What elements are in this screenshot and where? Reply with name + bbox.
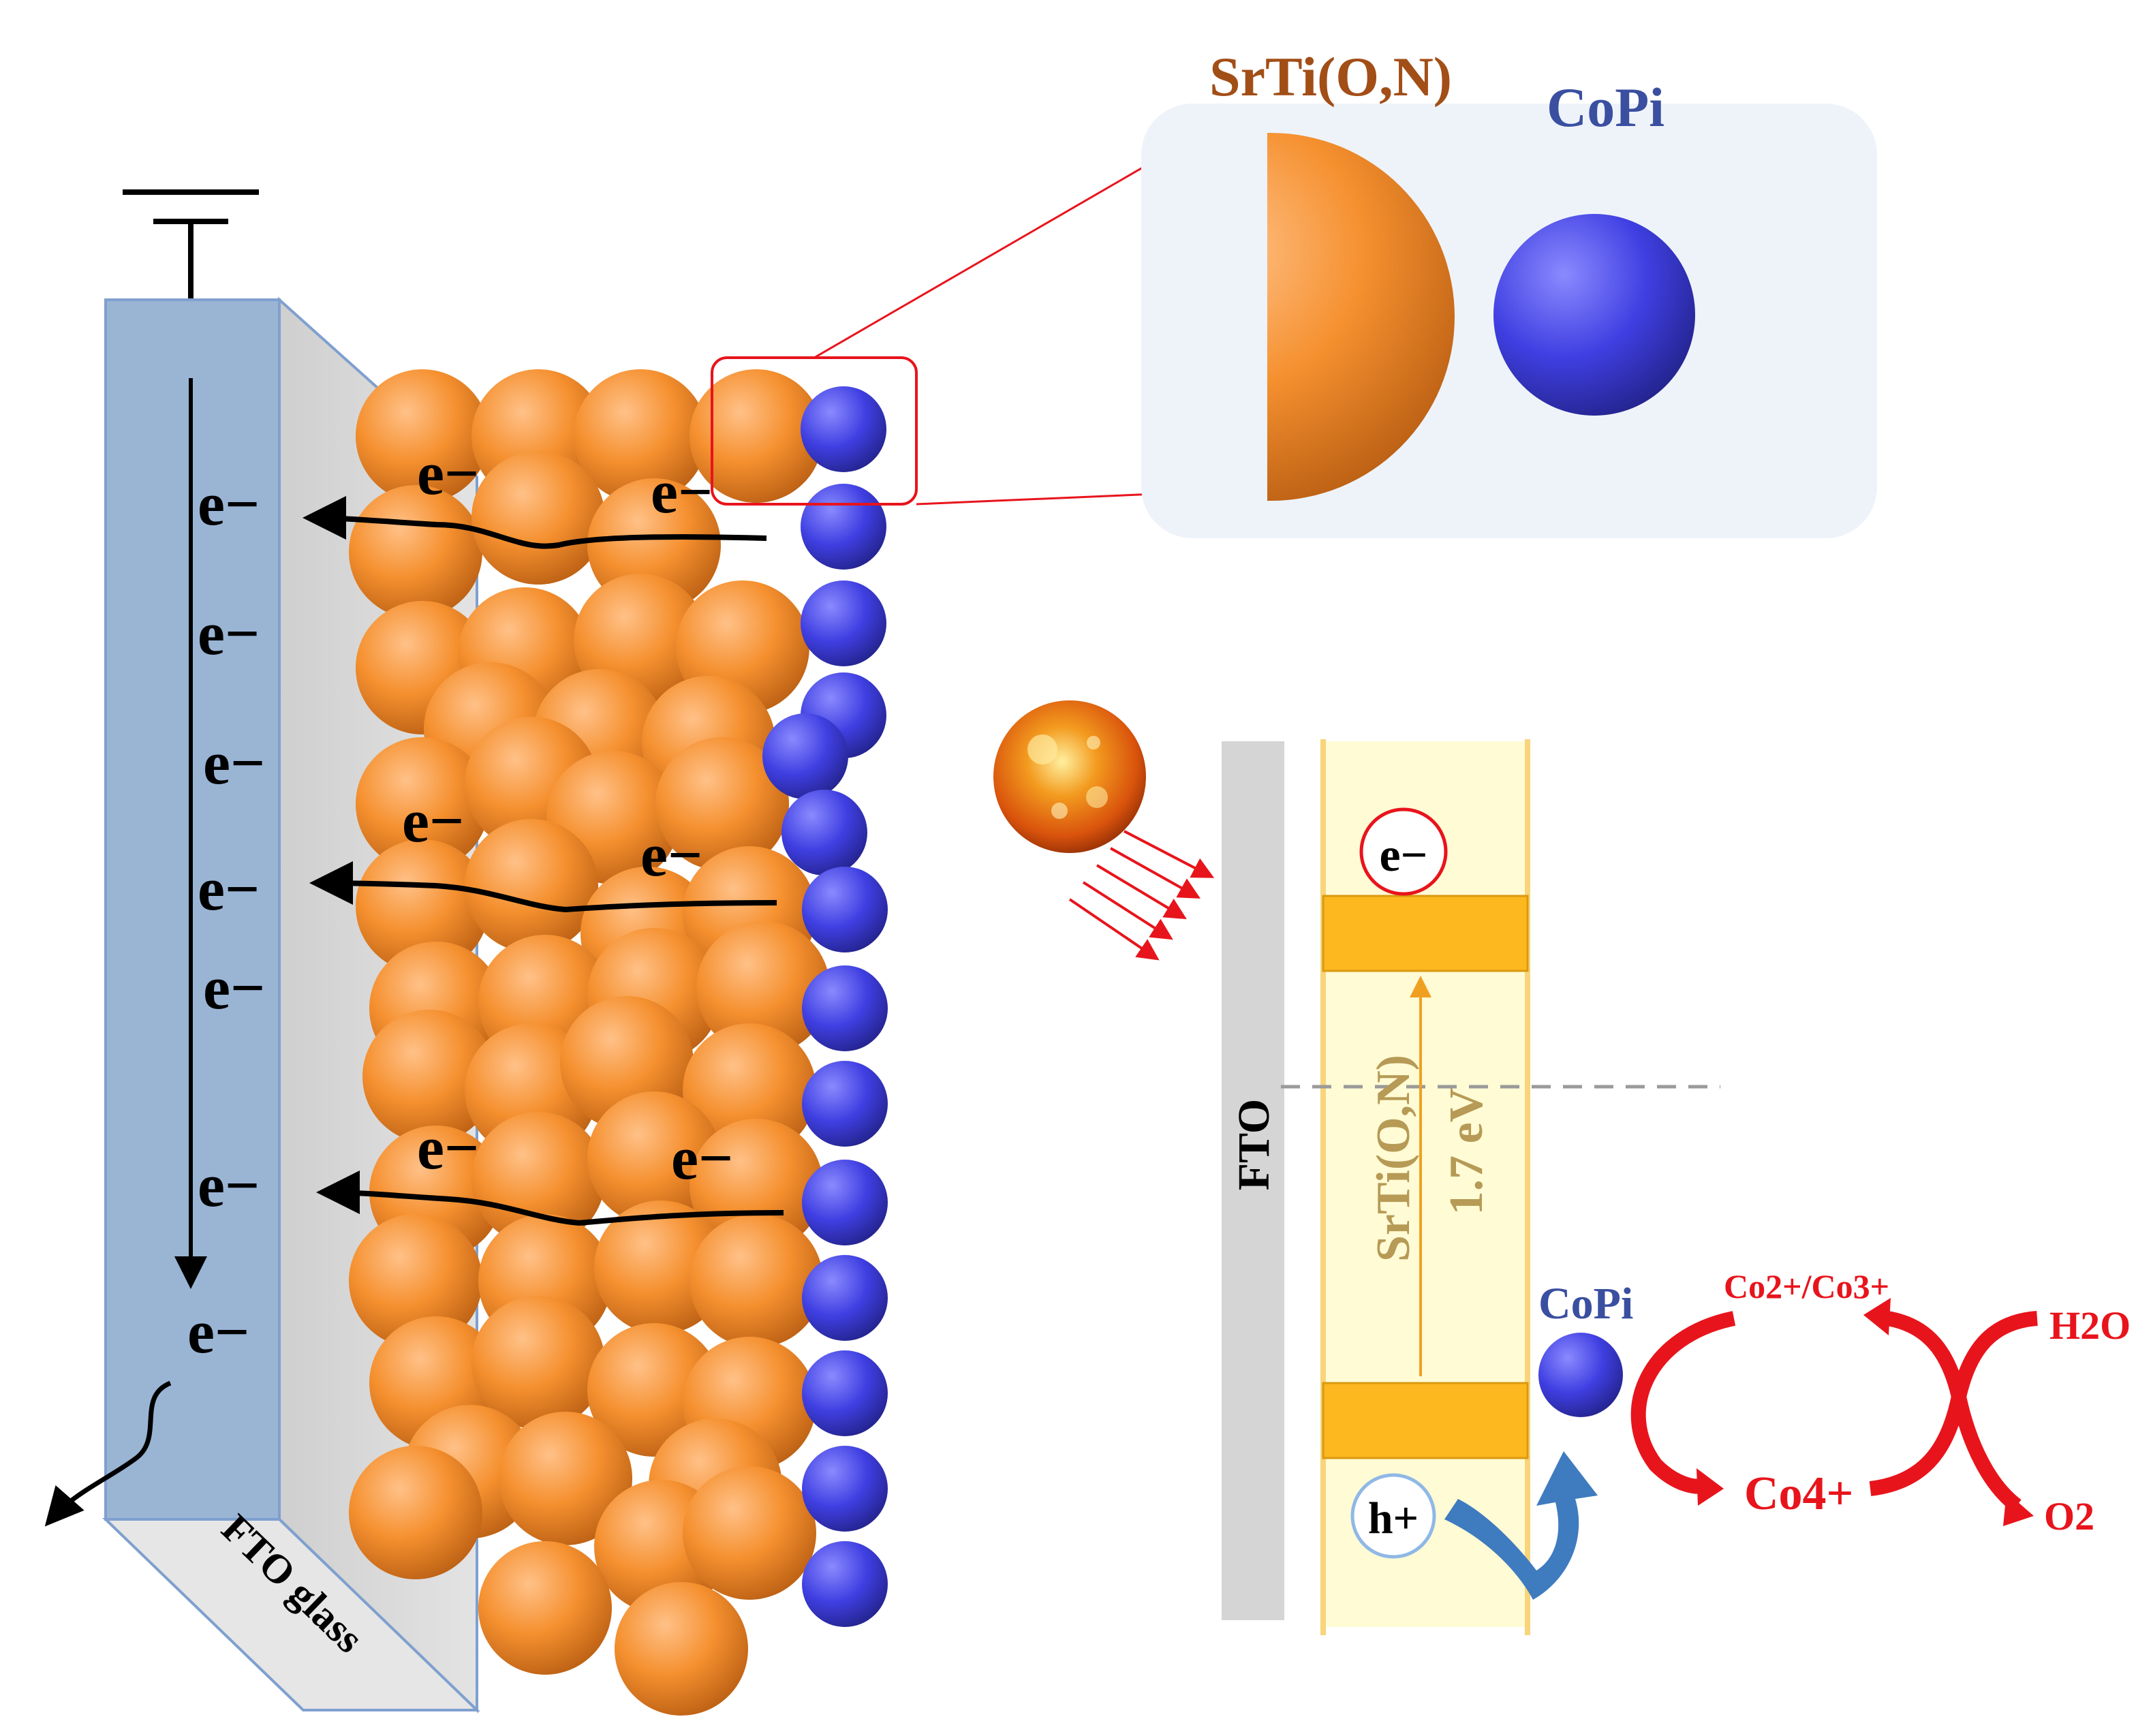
copi-particle <box>802 1255 888 1341</box>
srti-particle <box>683 1466 816 1600</box>
particle-electron-label: e− <box>640 822 702 889</box>
srti-particle <box>362 1010 496 1143</box>
srti-particle <box>690 1214 823 1348</box>
co-couple-label: Co2+/Co3+ <box>1724 1267 1889 1305</box>
copi-particle <box>802 867 888 952</box>
plate-electron-label: e− <box>198 856 260 923</box>
valence-band <box>1322 1382 1529 1459</box>
srti-particle <box>471 1112 605 1245</box>
band-copi-label: CoPi <box>1538 1279 1633 1329</box>
srti-particle <box>690 1119 823 1252</box>
srti-particle <box>655 737 789 871</box>
conduction-band <box>1322 895 1529 972</box>
band-material-label: SrTi(O,N) <box>1367 1055 1420 1262</box>
inset-srti-label: SrTi(O,N) <box>1209 46 1452 108</box>
electron-circle <box>1359 807 1448 896</box>
plate-electron-label: e− <box>187 1299 249 1366</box>
srti-particle <box>471 451 605 585</box>
copi-particle <box>801 484 886 570</box>
particle-electron-label: e− <box>417 440 479 508</box>
srti-particle <box>356 369 489 503</box>
copi-particle <box>802 1350 888 1436</box>
copi-particle <box>802 1061 888 1147</box>
srti-particle <box>690 369 823 503</box>
co4-label: Co4+ <box>1744 1468 1853 1520</box>
band-copi-particle <box>1538 1333 1623 1417</box>
srti-particle <box>587 1091 721 1225</box>
band-gap-label: 1.7 eV <box>1440 1088 1493 1215</box>
copi-particle <box>802 965 888 1051</box>
electron-transport-arrow <box>316 1171 784 1226</box>
electron-transport-arrow <box>309 861 777 913</box>
particle-electron-label: e− <box>417 1115 479 1182</box>
plate-electron-label: e− <box>198 1152 260 1220</box>
srti-particle <box>615 1582 748 1716</box>
light-rays <box>1068 830 1215 961</box>
catalytic-cycle <box>1630 1298 2039 1526</box>
electron-transport-arrow <box>303 496 767 549</box>
sun-icon <box>993 700 1146 853</box>
band-hole-label: h+ <box>1368 1493 1419 1543</box>
oxygen-label: O2 <box>2044 1494 2094 1538</box>
srti-particle <box>349 1446 482 1579</box>
srti-particle <box>465 819 598 952</box>
srti-particle <box>356 737 489 871</box>
particle-electron-label: e− <box>651 459 713 526</box>
srti-particle <box>478 1541 612 1675</box>
particle-electron-label: e− <box>671 1125 733 1192</box>
inset-copi-label: CoPi <box>1547 76 1664 138</box>
srti-particle <box>683 1023 816 1157</box>
copi-particle <box>802 1541 888 1627</box>
srti-particle-layer <box>349 369 830 1716</box>
band-electron-label: e− <box>1380 829 1428 882</box>
srti-particle <box>499 1412 632 1545</box>
plate-electron-label: e− <box>198 471 260 538</box>
inset-srti-particle <box>1267 133 1455 501</box>
srti-particle <box>471 1296 605 1429</box>
srti-particle <box>356 839 489 973</box>
ground-symbol-icon <box>123 189 259 300</box>
copi-particle <box>802 1446 888 1532</box>
copi-particle <box>802 1160 888 1245</box>
copi-particle-layer <box>762 386 888 1627</box>
srti-particle <box>349 1214 482 1348</box>
fto-bar <box>1222 741 1284 1620</box>
fto-label: FTO <box>1229 1099 1279 1190</box>
plate-electron-label: e− <box>203 955 265 1022</box>
srti-particle <box>696 921 830 1055</box>
copi-particle <box>801 386 886 472</box>
srti-particle <box>574 369 707 503</box>
hole-circle <box>1350 1473 1436 1559</box>
inset-copi-particle <box>1493 214 1695 416</box>
copi-particle <box>762 713 848 799</box>
external-wire <box>44 1380 172 1527</box>
water-label: H2O <box>2049 1303 2131 1348</box>
plate-electron-label: e− <box>198 600 260 668</box>
plate-electron-label: e− <box>203 730 265 797</box>
zoom-line <box>814 131 1203 359</box>
copi-particle <box>781 790 867 875</box>
copi-particle <box>801 580 886 666</box>
particle-electron-label: e− <box>402 788 464 855</box>
hole-transfer-arrow <box>1444 1451 1598 1600</box>
